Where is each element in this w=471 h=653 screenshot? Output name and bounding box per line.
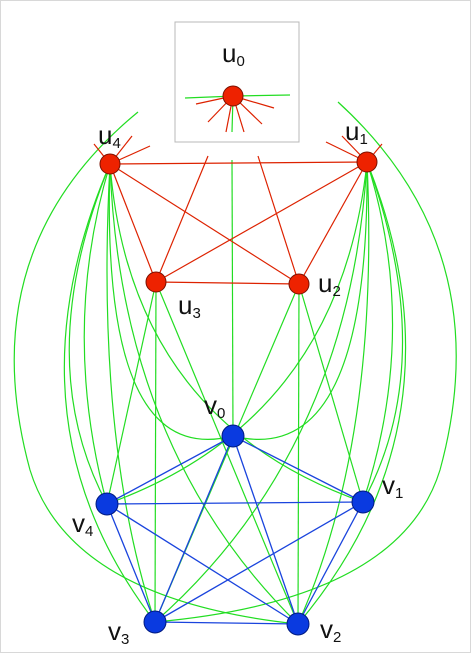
green-edge-u0-stub-right — [234, 94, 291, 97]
label-u0-base: u — [222, 38, 236, 68]
node-u1 — [356, 151, 378, 173]
label-u0: u0 — [222, 38, 245, 70]
label-v4: v4 — [72, 508, 93, 540]
green-edge-u4-v3-outer — [63, 163, 156, 623]
blue-edge-v0-v3 — [154, 435, 234, 623]
green-edge-u1-v1 — [362, 161, 394, 503]
label-v0: v0 — [204, 390, 225, 422]
green-edge-u1-v3 — [154, 161, 368, 623]
blue-edge-v4-v3 — [106, 503, 156, 623]
red-edge-u4-u3 — [109, 163, 157, 283]
label-v1-base: v — [382, 470, 395, 500]
label-group: u0 u4 u1 u3 u2 v0 v1 v4 v3 v2 — [72, 38, 403, 648]
blue-edge-v0-v2 — [232, 435, 299, 625]
green-edge-u4-v3-inner — [106, 163, 156, 623]
red-edge-u3-u2 — [155, 281, 300, 285]
green-edge-arc-right — [154, 101, 457, 623]
label-v4-sub: 4 — [85, 523, 93, 540]
blue-edge-v3-v2 — [154, 621, 299, 625]
node-v1 — [351, 490, 375, 514]
label-v1: v1 — [382, 470, 403, 502]
label-u2: u2 — [318, 268, 341, 300]
label-u3-sub: 3 — [192, 305, 200, 322]
green-edge-u0-v0 — [231, 159, 234, 437]
blue-edge-v1-v3 — [154, 501, 364, 623]
label-u2-sub: 2 — [332, 283, 340, 300]
red-edge-u1-u3 — [155, 161, 368, 283]
label-v0-base: v — [204, 390, 217, 420]
green-edge-u1-v0 — [232, 161, 368, 440]
green-edge-u1-v4 — [106, 161, 368, 505]
label-v3-sub: 3 — [121, 631, 129, 648]
green-edge-u4-v1 — [109, 163, 364, 503]
blue-edge-group — [106, 435, 364, 625]
red-edge-u0-to-u2 — [257, 155, 300, 285]
green-edge-u4-v4 — [83, 163, 111, 505]
label-u0-sub: 0 — [236, 53, 244, 70]
red-edge-u1-u2 — [298, 161, 368, 285]
node-v4 — [95, 492, 119, 516]
blue-edge-v4-v1 — [106, 501, 364, 505]
label-v1-sub: 1 — [395, 485, 403, 502]
green-edge-u1-v2-outer — [297, 161, 407, 625]
label-v3: v3 — [108, 616, 129, 648]
label-u1-sub: 1 — [359, 131, 367, 148]
blue-edge-v4-v2 — [106, 503, 299, 625]
u0-inset-box — [174, 21, 300, 143]
label-v0-sub: 0 — [217, 405, 225, 422]
label-u3: u3 — [178, 290, 201, 322]
red-edge-u4-u1 — [109, 161, 368, 165]
node-u4 — [99, 153, 121, 175]
green-edge-u4-v0 — [108, 163, 234, 440]
blue-edge-v1-v2 — [297, 501, 364, 625]
blue-node-group — [95, 424, 375, 636]
label-u1: u1 — [345, 116, 368, 148]
green-edge-u1-v1-wide — [362, 161, 404, 503]
blue-edge-v0-v4 — [106, 435, 234, 505]
green-edge-group — [13, 94, 457, 625]
label-v2: v2 — [320, 614, 341, 646]
label-u3-base: u — [178, 290, 192, 320]
red-node-group — [99, 85, 378, 295]
blue-edge-v0-v1 — [232, 435, 364, 503]
label-u2-base: u — [318, 268, 332, 298]
label-u1-base: u — [345, 116, 359, 146]
label-v3-base: v — [108, 616, 121, 646]
label-u4: u4 — [98, 120, 121, 152]
node-v3 — [143, 610, 167, 634]
label-u4-base: u — [98, 120, 112, 150]
node-v2 — [286, 612, 310, 636]
red-edge-u4-u2 — [109, 163, 300, 285]
node-u2 — [288, 273, 310, 295]
green-edge-u3-v4 — [106, 281, 157, 505]
green-edge-arc-left — [13, 111, 299, 625]
green-edge-u1-v2-inner — [297, 161, 370, 625]
label-v4-base: v — [72, 508, 85, 538]
green-edge-u4-v4-wide — [68, 163, 111, 505]
green-edge-u3-v3 — [154, 281, 157, 623]
node-u3 — [145, 271, 167, 293]
node-v0 — [221, 424, 245, 448]
node-u0 — [222, 85, 244, 107]
green-edge-u2-v2 — [297, 283, 300, 625]
label-u4-sub: 4 — [112, 135, 120, 152]
red-edge-u0-to-u3 — [155, 155, 209, 283]
label-v2-base: v — [320, 614, 333, 644]
label-v2-sub: 2 — [333, 629, 341, 646]
